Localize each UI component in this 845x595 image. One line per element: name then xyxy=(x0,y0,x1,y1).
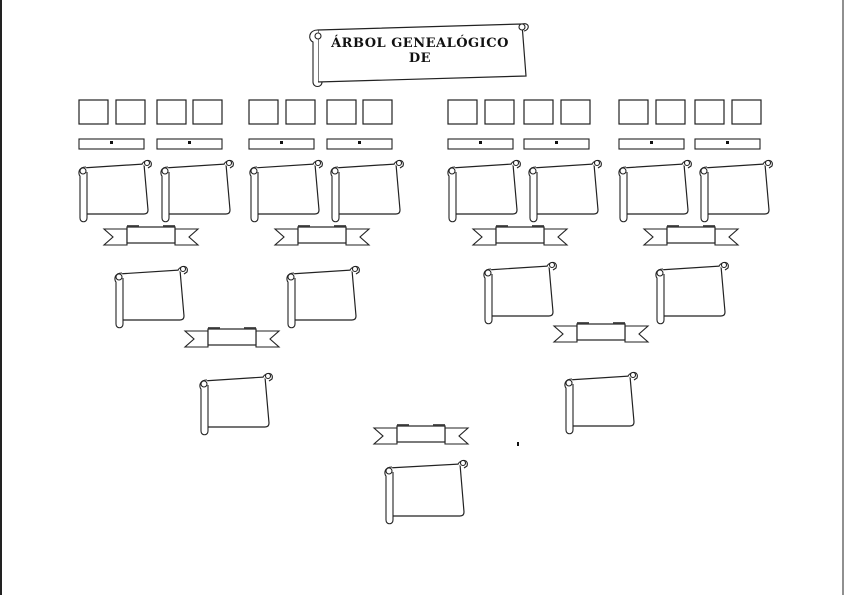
marriage-bar xyxy=(523,138,590,150)
child-scroll[interactable] xyxy=(199,372,273,436)
marriage-bar xyxy=(447,138,514,150)
title-scroll: ÁRBOL GENEALÓGICO DE xyxy=(309,23,529,88)
great-grandparent-box[interactable] xyxy=(326,99,357,125)
name-scrolls xyxy=(78,159,773,525)
marriage-bar xyxy=(156,138,223,150)
stray-mark xyxy=(517,442,519,446)
marriage-dot xyxy=(280,141,283,144)
great-grandparent-box[interactable] xyxy=(156,99,187,125)
marriage-bar xyxy=(78,138,145,150)
great-grandparent-box[interactable] xyxy=(484,99,515,125)
parent-scroll[interactable] xyxy=(114,265,188,329)
grandparents-ribbon[interactable] xyxy=(642,225,740,246)
marriage-bars xyxy=(78,138,761,150)
great-grandparent-box[interactable] xyxy=(192,99,223,125)
root-scroll[interactable] xyxy=(384,459,468,525)
great-grandparent-box[interactable] xyxy=(248,99,279,125)
marriage-bar xyxy=(248,138,315,150)
marriage-dot xyxy=(479,141,482,144)
marriage-dot xyxy=(555,141,558,144)
parent-scroll[interactable] xyxy=(655,261,729,325)
grandparent-scroll[interactable] xyxy=(447,159,521,223)
great-grandparent-box[interactable] xyxy=(655,99,686,125)
great-grandparent-box[interactable] xyxy=(523,99,554,125)
great-grandparent-box[interactable] xyxy=(694,99,725,125)
marriage-bar xyxy=(694,138,761,150)
great-grandparent-box[interactable] xyxy=(285,99,316,125)
grandparent-scroll[interactable] xyxy=(618,159,692,223)
great-grandparent-box[interactable] xyxy=(618,99,649,125)
parent-scroll[interactable] xyxy=(483,261,557,325)
grandparent-scroll[interactable] xyxy=(528,159,602,223)
grandparent-scroll[interactable] xyxy=(160,159,234,223)
page-title: ÁRBOL GENEALÓGICO xyxy=(330,34,509,51)
parent-scroll[interactable] xyxy=(286,265,360,329)
marriage-dot xyxy=(358,141,361,144)
grandparent-scroll[interactable] xyxy=(78,159,152,223)
grandparents-ribbon[interactable] xyxy=(102,225,200,246)
marriage-dot xyxy=(726,141,729,144)
great-grandparent-box[interactable] xyxy=(447,99,478,125)
grandparent-scroll[interactable] xyxy=(249,159,323,223)
page-subtitle: DE xyxy=(409,51,431,66)
great-grandparent-box[interactable] xyxy=(362,99,393,125)
parents-ribbon[interactable] xyxy=(552,322,650,343)
marriage-dot xyxy=(110,141,113,144)
great-grandparent-box[interactable] xyxy=(731,99,762,125)
marriage-dot xyxy=(650,141,653,144)
great-grandparent-boxes xyxy=(78,99,762,125)
name-ribbons xyxy=(102,225,740,445)
grandparents-ribbon[interactable] xyxy=(273,225,371,246)
marriage-dot xyxy=(188,141,191,144)
grandparent-scroll[interactable] xyxy=(699,159,773,223)
marriage-bar xyxy=(326,138,393,150)
grandparent-scroll[interactable] xyxy=(330,159,404,223)
grandparents-ribbon[interactable] xyxy=(471,225,569,246)
great-grandparent-box[interactable] xyxy=(115,99,146,125)
child-scroll[interactable] xyxy=(564,371,638,435)
marriage-bar xyxy=(618,138,685,150)
root-ribbon[interactable] xyxy=(372,424,470,445)
parents-ribbon[interactable] xyxy=(183,327,281,348)
great-grandparent-box[interactable] xyxy=(78,99,109,125)
great-grandparent-box[interactable] xyxy=(560,99,591,125)
